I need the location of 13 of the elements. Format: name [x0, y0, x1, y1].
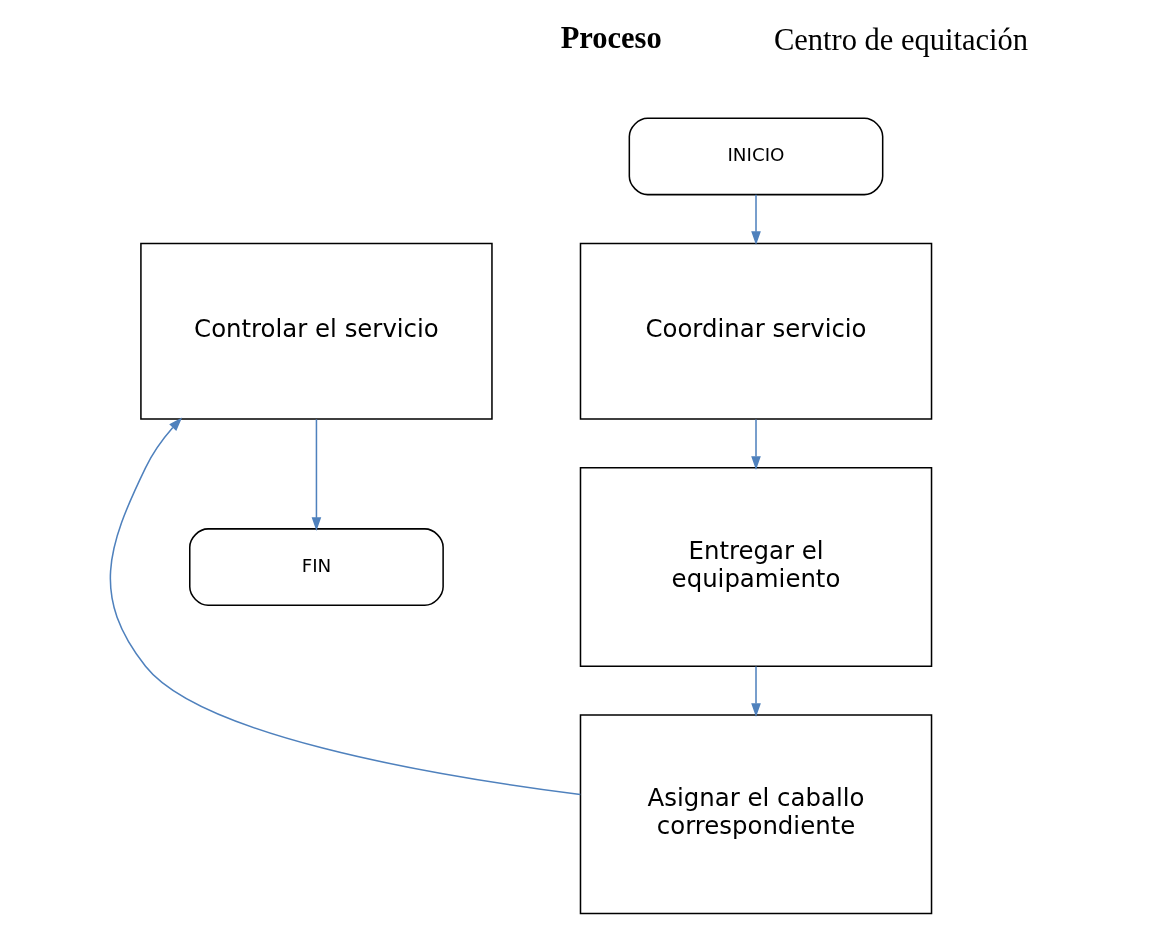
label: Proceso: [560, 21, 662, 56]
arrow: [751, 194, 761, 246]
node-box: Asignar el caballo correspondiente: [579, 714, 933, 915]
arrow: [751, 665, 761, 718]
node-box: Entregar el equipamiento: [579, 467, 933, 667]
arrow: [109, 417, 582, 796]
node-box: Coordinar servicio: [579, 242, 933, 420]
node-box: INICIO: [628, 117, 884, 196]
node-box: Controlar el servicio: [140, 242, 493, 420]
label: Centro de equitación: [773, 22, 1029, 57]
node-box: FIN: [189, 528, 444, 606]
arrow: [311, 418, 322, 531]
arrow: [751, 418, 761, 471]
